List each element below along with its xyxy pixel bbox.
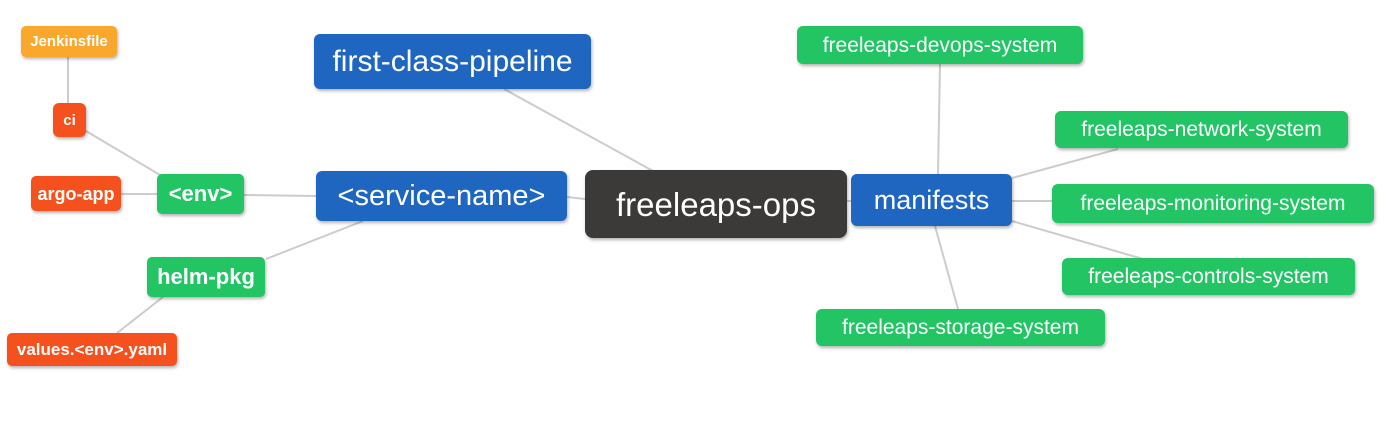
node-freeleaps-ops[interactable]: freeleaps-ops — [585, 170, 847, 238]
node-values-env-yaml[interactable]: values.<env>.yaml — [7, 333, 177, 366]
edge-manifests-freeleaps-controls-system — [1011, 220, 1144, 260]
node-argo-app[interactable]: argo-app — [31, 176, 121, 211]
edge-values-env-yaml-helm-pkg — [116, 296, 164, 334]
edge-env-service-name — [243, 194, 317, 197]
node-env[interactable]: <env> — [157, 174, 244, 214]
node-manifests[interactable]: manifests — [851, 174, 1012, 226]
edge-first-class-pipeline-freeleaps-ops — [503, 88, 654, 172]
edge-manifests-freeleaps-network-system — [1011, 148, 1119, 179]
edge-helm-pkg-service-name — [265, 220, 364, 260]
node-ci[interactable]: ci — [53, 103, 86, 137]
edge-ci-env — [85, 130, 161, 176]
node-freeleaps-network-system[interactable]: freeleaps-network-system — [1055, 111, 1348, 148]
node-service-name[interactable]: <service-name> — [316, 171, 567, 221]
node-first-class-pipeline[interactable]: first-class-pipeline — [314, 34, 591, 89]
node-freeleaps-monitoring-system[interactable]: freeleaps-monitoring-system — [1052, 184, 1374, 223]
edge-manifests-freeleaps-devops-system — [937, 63, 941, 175]
node-freeleaps-controls-system[interactable]: freeleaps-controls-system — [1062, 258, 1355, 295]
node-freeleaps-storage-system[interactable]: freeleaps-storage-system — [816, 309, 1105, 346]
node-freeleaps-devops-system[interactable]: freeleaps-devops-system — [797, 26, 1083, 64]
edge-manifests-freeleaps-storage-system — [934, 225, 959, 310]
node-helm-pkg[interactable]: helm-pkg — [147, 257, 265, 297]
node-jenkinsfile[interactable]: Jenkinsfile — [21, 26, 117, 57]
edge-service-name-freeleaps-ops — [566, 196, 586, 200]
